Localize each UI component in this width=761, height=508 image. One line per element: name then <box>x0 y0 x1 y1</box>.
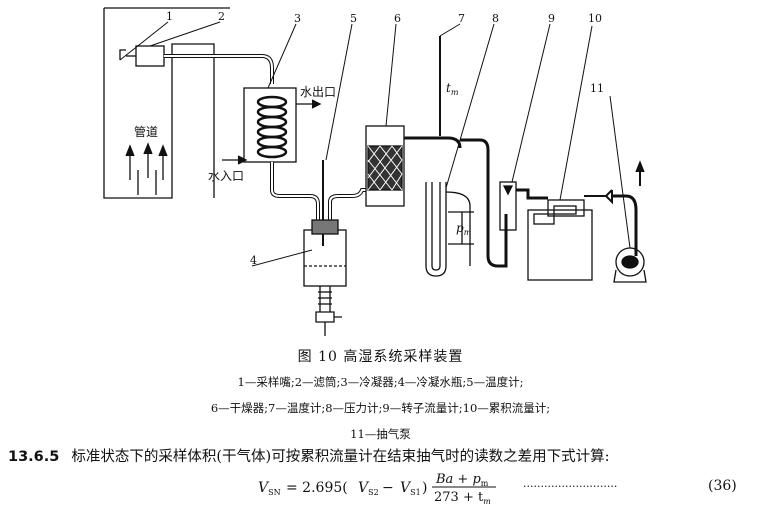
condensate-bottle <box>303 229 347 287</box>
legend-line: 1—采样嘴;2—滤筒;3—冷凝器;4—冷凝水瓶;5—温度计; <box>237 375 524 389</box>
section-text: 标准状态下的采样体积(干气体)可按累积流量计在结束抽气时的读数之差用下式计算: <box>71 449 610 465</box>
drain-valve <box>315 286 342 336</box>
part-number-10: 10 <box>588 12 602 25</box>
cumulative-flow-meter <box>527 209 593 281</box>
part-number-6: 6 <box>394 12 401 25</box>
legend-line: 11—抽气泵 <box>350 427 411 441</box>
part-number-2: 2 <box>218 10 225 23</box>
water-inlet-label: 水入口 <box>208 169 244 183</box>
svg-text:): ) <box>422 480 427 496</box>
svg-text:−: − <box>382 480 394 496</box>
rotameter <box>499 181 517 231</box>
svg-text:273 + tm: 273 + tm <box>434 490 491 504</box>
part-number-8: 8 <box>492 12 499 25</box>
svg-text:VS2: VS2 <box>358 480 379 497</box>
part-number-7: 7 <box>458 12 465 25</box>
part-number-3: 3 <box>294 12 301 25</box>
part-number-1: 1 <box>166 10 173 23</box>
formula-36: VSN = 2.695( VS2 − VS1 ) Ba + pm 273 + t… <box>258 472 737 504</box>
figure-caption: 图 10 高湿系统采样装置 <box>297 349 464 365</box>
svg-text:VS1: VS1 <box>400 480 421 497</box>
svg-text:(36): (36) <box>708 478 737 494</box>
filter-cartridge <box>135 45 165 67</box>
pm-label: pm <box>456 221 472 237</box>
sampling-nozzle <box>119 49 126 60</box>
svg-text:= 2.695(: = 2.695( <box>286 480 348 496</box>
sampling-apparatus-diagram: 1 2 3 5 6 7 8 9 10 11 4 管道 水出口 水入口 tm pm <box>103 7 647 336</box>
condenser-coil <box>256 95 288 159</box>
flow-arrows <box>125 142 168 195</box>
tm-label: tm <box>446 81 459 97</box>
water-outlet-label: 水出口 <box>300 85 336 99</box>
part-number-4: 4 <box>250 254 257 267</box>
section-number: 13.6.5 <box>8 449 60 465</box>
sample-line <box>164 54 274 84</box>
part-number-9: 9 <box>548 12 555 25</box>
svg-text:···························: ··························· <box>523 480 617 493</box>
condenser <box>243 87 297 163</box>
dryer <box>365 125 405 207</box>
section-paragraph: 13.6.5 标准状态下的采样体积(干气体)可按累积流量计在结束抽气时的读数之差用… <box>8 445 610 466</box>
legend-line: 6—干燥器;7—温度计;8—压力计;9—转子流量计;10—累积流量计; <box>210 401 551 415</box>
svg-text:Ba + pm: Ba + pm <box>435 472 489 488</box>
pipe-label: 管道 <box>134 124 158 139</box>
svg-text:VSN: VSN <box>258 480 281 497</box>
duct-wall <box>103 8 215 199</box>
manometer <box>425 182 447 277</box>
part-number-5: 5 <box>350 12 357 25</box>
part-number-11: 11 <box>590 82 604 95</box>
